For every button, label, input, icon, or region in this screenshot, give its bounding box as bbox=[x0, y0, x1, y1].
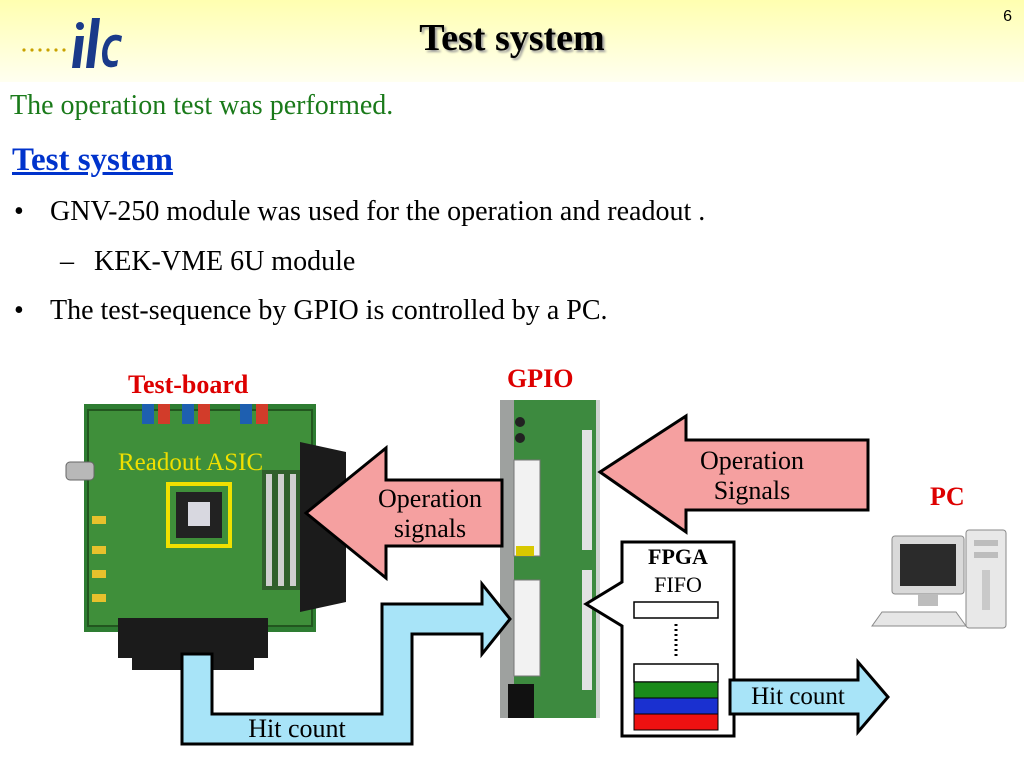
fifo-slot-red bbox=[633, 713, 719, 731]
operation-signals-arrow-left bbox=[303, 444, 504, 582]
operation-signals-arrow-right bbox=[597, 413, 870, 535]
slide-subtitle: The operation test was performed. bbox=[10, 90, 394, 121]
fpga-label: FPGA bbox=[648, 544, 708, 569]
fifo-label: FIFO bbox=[654, 572, 702, 597]
bullet-dot: • bbox=[14, 196, 24, 227]
hit-count-arrow-right bbox=[728, 657, 890, 737]
ilc-logo bbox=[22, 18, 122, 68]
pc-label: PC bbox=[930, 482, 965, 511]
operation-signals-right-text: Operation Signals bbox=[680, 446, 824, 506]
operation-signals-right-line2: Signals bbox=[713, 476, 791, 505]
bullet-item-2: • The test-sequence by GPIO is controlled… bbox=[14, 295, 608, 327]
test-board-image bbox=[65, 404, 346, 670]
bullet-item-1: • GNV-250 module was used for the operati… bbox=[14, 196, 705, 228]
bullet-dash: – bbox=[60, 246, 74, 277]
section-heading: Test system bbox=[12, 142, 174, 178]
title-bar bbox=[0, 0, 1024, 82]
bullet-dot: • bbox=[14, 295, 24, 326]
pc-image bbox=[871, 529, 1007, 629]
bullet-text-2: The test-sequence by GPIO is controlled … bbox=[50, 295, 608, 326]
gpio-module-image bbox=[500, 400, 600, 718]
slide-number: 6 bbox=[1003, 8, 1012, 25]
operation-signals-right-line1: Operation bbox=[700, 446, 804, 475]
fifo-slot-green bbox=[633, 681, 719, 699]
test-board-label: Test-board bbox=[128, 370, 249, 399]
fifo-slot-blue bbox=[633, 697, 719, 715]
bullet-subitem-1: –KEK-VME 6U module bbox=[60, 246, 355, 278]
gpio-label: GPIO bbox=[507, 364, 574, 393]
slide-title: Test system bbox=[419, 17, 605, 59]
operation-signals-left-line2: signals bbox=[393, 514, 467, 543]
hit-count-bottom-text: Hit count bbox=[248, 714, 346, 743]
bullet-text-1: GNV-250 module was used for the operatio… bbox=[50, 196, 706, 227]
bullet-subtext-1: KEK-VME 6U module bbox=[94, 246, 356, 277]
fifo-slot-empty bbox=[633, 663, 719, 683]
readout-asic-label: Readout ASIC bbox=[118, 449, 264, 476]
operation-signals-left-text: Operation signals bbox=[360, 484, 500, 544]
operation-signals-left-line1: Operation bbox=[378, 484, 482, 513]
hit-count-arrow-bottom bbox=[180, 579, 512, 746]
hit-count-right-text: Hit count bbox=[751, 683, 845, 710]
fifo-slot-top bbox=[633, 601, 719, 619]
